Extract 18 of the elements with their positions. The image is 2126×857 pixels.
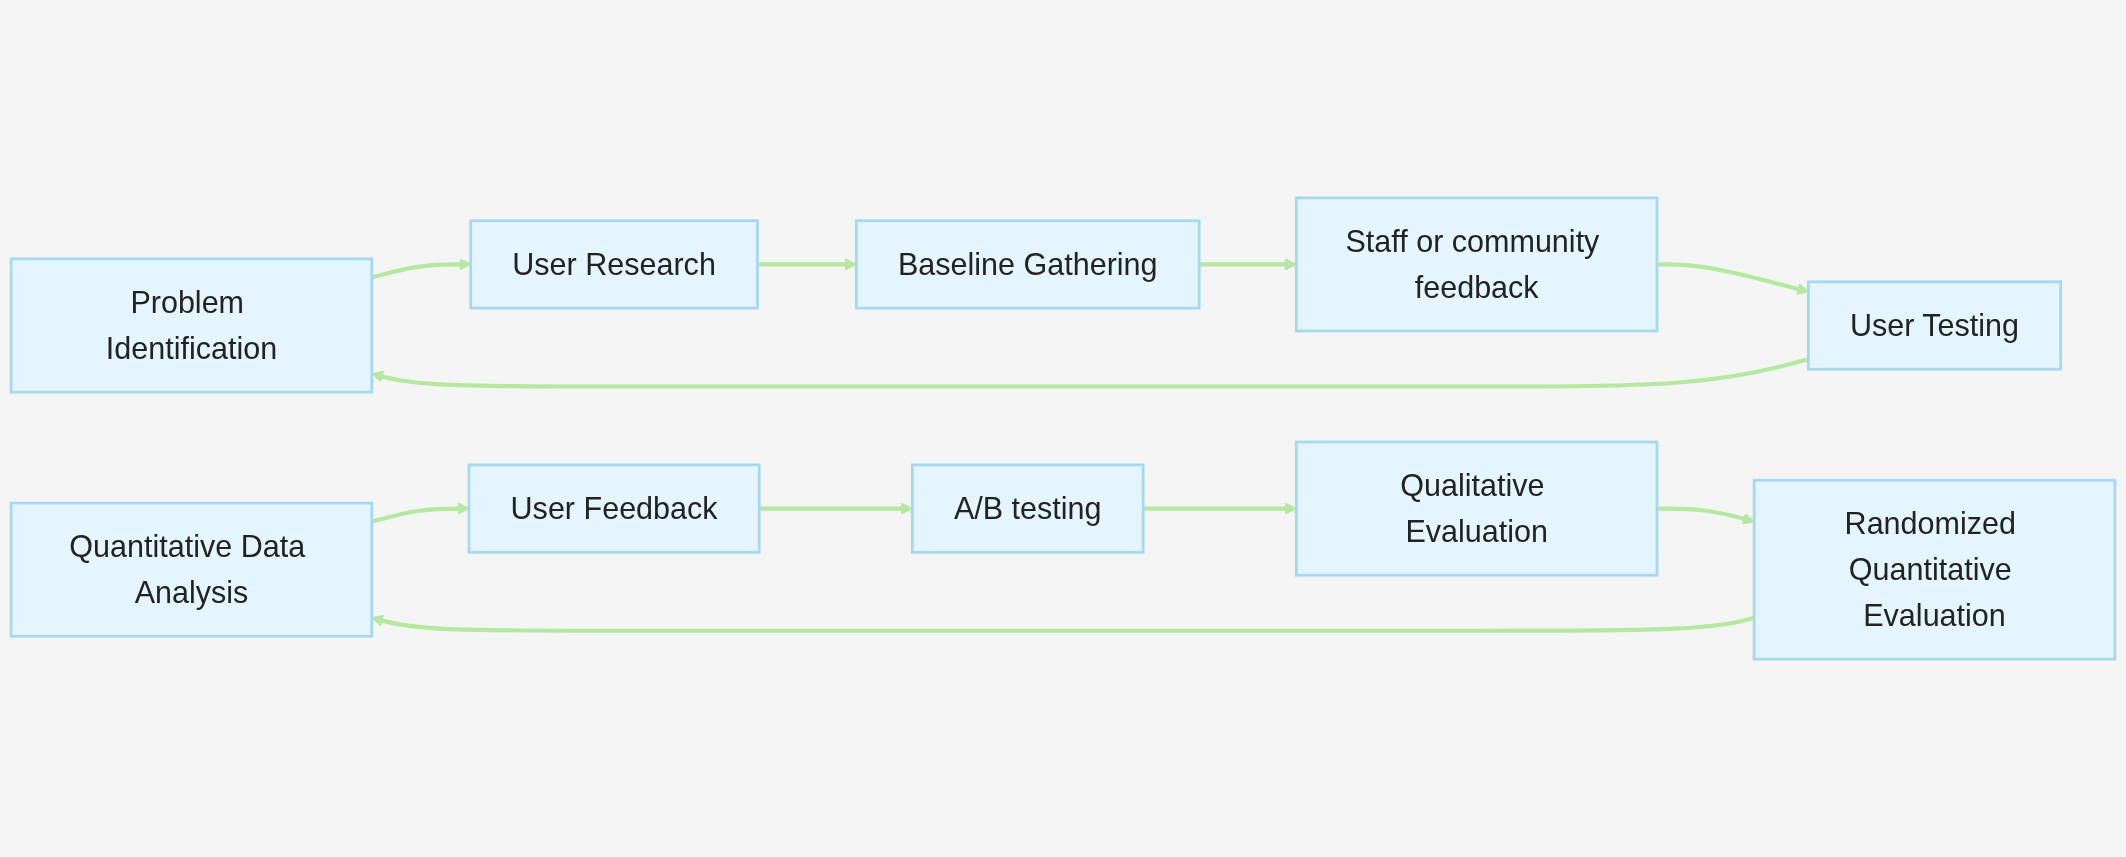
arrow [1199,258,1297,271]
arrow [1657,262,1809,295]
node-box: Problem Identification [9,257,374,394]
node-box: Randomized Quantitative Evaluation [1752,478,2117,661]
node-box: A/B testing [910,463,1145,554]
node-box: User Testing [1806,280,2063,371]
node-box: Qualitative Evaluation [1294,440,1659,577]
arrow [371,614,1755,633]
node-box: User Research [469,219,759,310]
node-box: Quantitative Data Analysis [9,501,374,638]
arrow [371,357,1809,389]
node-box: Baseline Gathering [854,219,1201,310]
node-box: User Feedback [467,463,761,554]
node-box: Staff or community feedback [1294,196,1659,333]
arrow [1657,506,1755,525]
arrow [757,258,857,271]
arrow [759,502,913,515]
arrow [1143,502,1297,515]
